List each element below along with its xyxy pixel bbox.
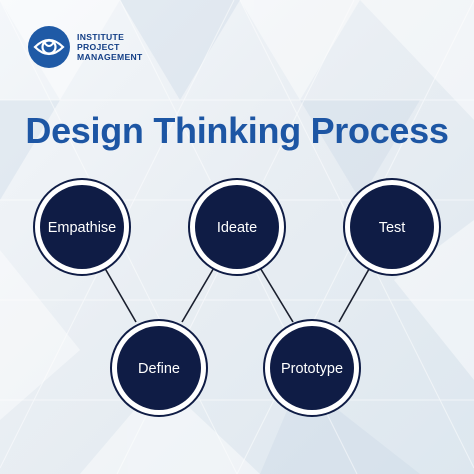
eye-icon	[28, 26, 70, 68]
logo-wordmark: INSTITUTE PROJECT MANAGEMENT	[77, 32, 143, 62]
logo-line-3: MANAGEMENT	[77, 52, 143, 62]
connector-prototype-test	[338, 261, 374, 323]
step-label-empathise: Empathise	[48, 220, 117, 236]
step-node-ideate[interactable]: Ideate	[188, 178, 286, 276]
step-label-define: Define	[138, 361, 180, 377]
page-title: Design Thinking Process	[25, 110, 449, 151]
step-label-test: Test	[379, 220, 406, 236]
connector-ideate-prototype	[258, 265, 294, 323]
step-node-empathise[interactable]: Empathise	[33, 178, 131, 276]
step-label-ideate: Ideate	[217, 220, 257, 236]
logo-line-2: PROJECT	[77, 42, 120, 52]
institute-logo[interactable]: INSTITUTE PROJECT MANAGEMENT	[28, 26, 143, 68]
step-node-prototype[interactable]: Prototype	[263, 319, 361, 417]
step-node-test[interactable]: Test	[343, 178, 441, 276]
step-node-define[interactable]: Define	[110, 319, 208, 417]
connector-define-ideate	[181, 265, 216, 323]
logo-line-1: INSTITUTE	[77, 32, 125, 42]
step-label-prototype: Prototype	[281, 361, 343, 377]
